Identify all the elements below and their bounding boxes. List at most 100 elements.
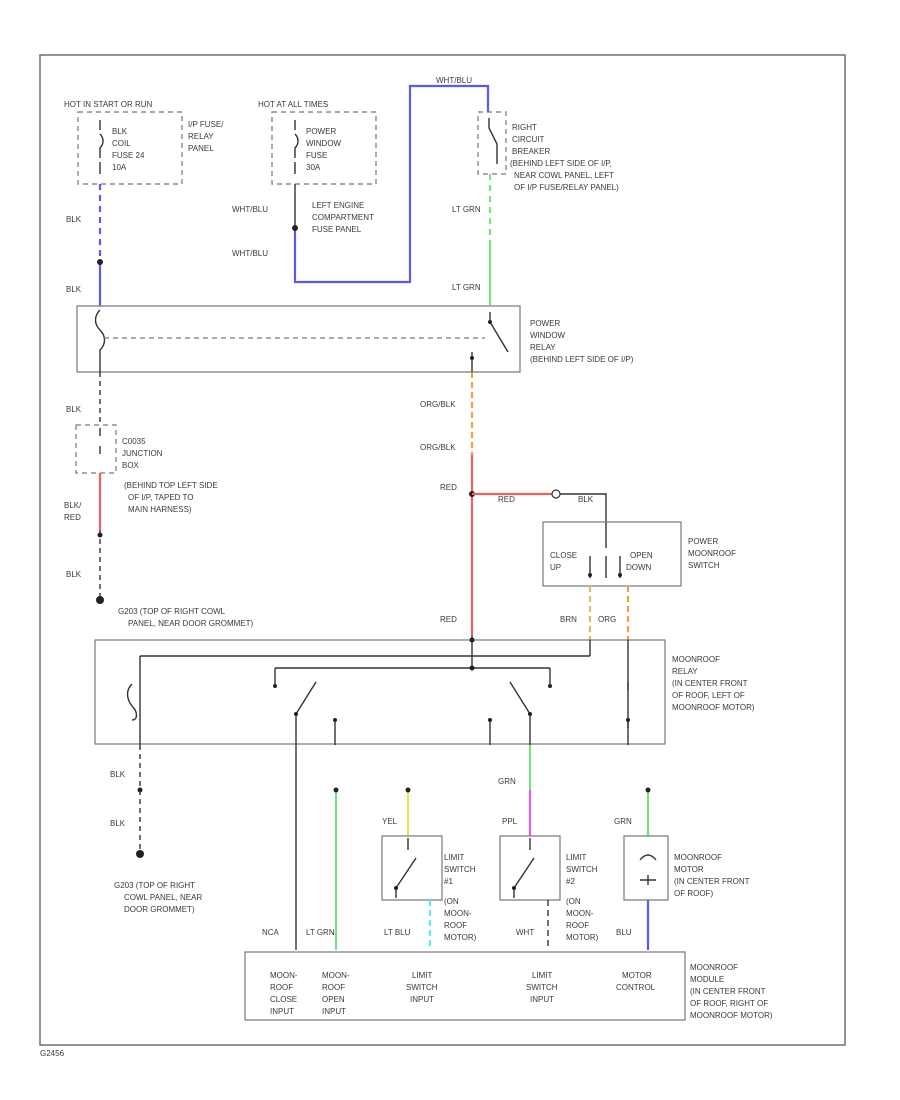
label-lt-grn-3: LT GRN <box>306 928 335 937</box>
left-panel-line3: PANEL <box>188 144 214 153</box>
splice-blk-left <box>97 259 103 265</box>
module-col1-3: CLOSE <box>270 995 297 1004</box>
module-col1-1: MOON- <box>270 971 298 980</box>
label-blk-2: BLK <box>66 285 82 294</box>
wire-blk-switch <box>560 493 607 530</box>
junction-line3: BOX <box>122 461 140 470</box>
limit-switch-1-contact <box>395 838 417 898</box>
splice-blk-ground2 <box>137 787 143 793</box>
moonroof-motor-box <box>623 835 669 901</box>
mid-fuse-group: HOT AT ALL TIMES POWER WINDOW FUSE 30A L… <box>258 100 377 234</box>
ground1-line2: PANEL, NEAR DOOR GROMMET) <box>128 619 254 628</box>
limit1-line5: MOON- <box>444 909 472 918</box>
motor-line1: MOONROOF <box>674 853 722 862</box>
switch-line3: SWITCH <box>688 561 720 570</box>
label-org-blk-2: ORG/BLK <box>420 443 456 452</box>
left-panel-line1: I/P FUSE/ <box>188 120 224 129</box>
mrelay-dot-6 <box>333 718 337 722</box>
relay-coil <box>94 309 106 372</box>
limit2-line5: MOON- <box>566 909 594 918</box>
motor-line2: MOTOR <box>674 865 704 874</box>
mid-panel-line3: FUSE PANEL <box>312 225 362 234</box>
mrelay-dot-3 <box>273 684 277 688</box>
mrelay-dot-2 <box>469 665 475 671</box>
label-blk-6: BLK <box>110 819 126 828</box>
motor-line3: (IN CENTER FRONT <box>674 877 750 886</box>
label-wht-blu-loop: WHT/BLU <box>436 76 472 85</box>
label-org: ORG <box>598 615 616 624</box>
limit2-line4: (ON <box>566 897 581 906</box>
mrelay-dot-9 <box>626 718 630 722</box>
breaker-line2: CIRCUIT <box>512 135 545 144</box>
mrelay-coil <box>126 683 138 721</box>
limit2-line1: LIMIT <box>566 853 587 862</box>
mrelay-contact-b <box>489 681 531 745</box>
junction-line1: C0035 <box>122 437 146 446</box>
limit-switch-1-box <box>381 835 443 901</box>
module-col1-4: INPUT <box>270 1007 294 1016</box>
label-nca: NCA <box>262 928 280 937</box>
breaker-line4: (BEHIND LEFT SIDE OF I/P, <box>510 159 612 168</box>
left-fuse-line3: FUSE 24 <box>112 151 145 160</box>
label-blk-red-1: BLK/ <box>64 501 82 510</box>
label-blk-red-2: RED <box>64 513 81 522</box>
mid-fuse-header: HOT AT ALL TIMES <box>258 100 328 109</box>
limit1-line4: (ON <box>444 897 459 906</box>
limit1-line1: LIMIT <box>444 853 465 862</box>
label-org-blk-1: ORG/BLK <box>420 400 456 409</box>
module-col2-2: ROOF <box>322 983 345 992</box>
mrelay-contact-a <box>295 681 336 745</box>
module-col2-1: MOON- <box>322 971 350 980</box>
limit-switch-2-box <box>499 835 561 901</box>
label-wht-blu-top: WHT/BLU <box>232 205 268 214</box>
left-fuse-symbol <box>99 120 104 174</box>
mid-fuse-line3: FUSE <box>306 151 327 160</box>
relay-contact-dot2 <box>470 356 474 360</box>
mrelay-dot-7 <box>488 718 492 722</box>
ground2-line2: COWL PANEL, NEAR <box>124 893 202 902</box>
left-fuse-line2: COIL <box>112 139 131 148</box>
limit2-line7: MOTOR) <box>566 933 599 942</box>
limit1-line2: SWITCH <box>444 865 476 874</box>
module-line2: MODULE <box>690 975 724 984</box>
moonroof-switch-box <box>542 521 682 587</box>
diagram-frame <box>39 54 846 1046</box>
switch-dot-2 <box>618 573 622 577</box>
mrelay-top-bus <box>139 635 629 745</box>
ground-g203-top <box>96 596 104 604</box>
limit-switch-2-dot <box>512 886 516 890</box>
label-wht-blu-bottom: WHT/BLU <box>232 249 268 258</box>
mrelay-dot-1 <box>469 637 475 643</box>
left-fuse-box <box>77 111 183 185</box>
switch-dot-1 <box>588 573 592 577</box>
label-lt-grn-1: LT GRN <box>452 205 481 214</box>
splice-yel <box>405 787 411 793</box>
junction-line5: OF I/P, TAPED TO <box>128 493 194 502</box>
label-ppl: PPL <box>502 817 518 826</box>
limit2-line6: ROOF <box>566 921 589 930</box>
moonroof-relay-box <box>94 639 666 745</box>
mrelay-line4: OF ROOF, LEFT OF <box>672 691 745 700</box>
splice-blk-lower <box>97 532 103 538</box>
label-red-2: RED <box>498 495 515 504</box>
mid-fuse-symbol <box>294 120 299 174</box>
left-panel-line2: RELAY <box>188 132 214 141</box>
mrelay-line5: MOONROOF MOTOR) <box>672 703 755 712</box>
label-red-1: RED <box>440 483 457 492</box>
label-brn: BRN <box>560 615 577 624</box>
breaker-line1: RIGHT <box>512 123 537 132</box>
limit-switch-1-dot <box>394 886 398 890</box>
module-col3-3: INPUT <box>410 995 434 1004</box>
module-line1: MOONROOF <box>690 963 738 972</box>
splice-wht-blu <box>292 225 298 231</box>
junction-line2: JUNCTION <box>122 449 163 458</box>
switch-connector <box>551 489 561 499</box>
label-lt-grn-2: LT GRN <box>452 283 481 292</box>
relay-line3: RELAY <box>530 343 556 352</box>
left-fuse-line4: 10A <box>112 163 127 172</box>
mid-fuse-line2: WINDOW <box>306 139 342 148</box>
right-circuit-breaker: RIGHT CIRCUIT BREAKER (BEHIND LEFT SIDE … <box>477 111 619 192</box>
switch-close-1: CLOSE <box>550 551 577 560</box>
module-col4-3: INPUT <box>530 995 554 1004</box>
